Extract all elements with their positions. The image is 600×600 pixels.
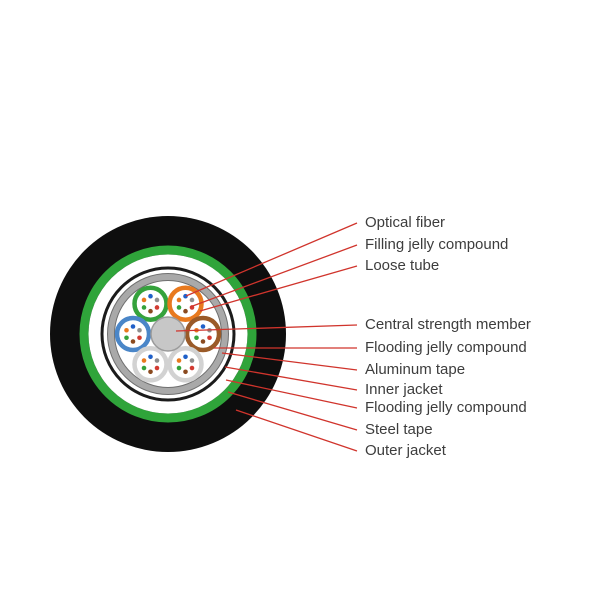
central-strength-member xyxy=(150,316,186,352)
loose-tube xyxy=(167,346,204,383)
aluminum-tape-layer xyxy=(107,273,229,395)
optical-fiber-dot xyxy=(130,339,136,344)
optical-fiber-dot xyxy=(200,324,206,329)
label-flooding-jelly-inner: Flooding jelly compound xyxy=(365,339,527,356)
loose-tube xyxy=(132,285,169,322)
label-aluminum-tape: Aluminum tape xyxy=(365,361,465,378)
optical-fiber-dot xyxy=(200,339,206,344)
loose-tube xyxy=(167,285,204,322)
optical-fiber-dot xyxy=(176,305,182,310)
loose-tube xyxy=(132,346,169,383)
optical-fiber-dot xyxy=(130,324,136,329)
optical-fiber-dot xyxy=(154,358,160,363)
optical-fiber-dot xyxy=(183,308,188,314)
leader-line-optical-fiber xyxy=(185,222,358,297)
loose-tubes xyxy=(114,285,222,383)
optical-fiber-dot xyxy=(189,297,195,303)
label-inner-jacket: Inner jacket xyxy=(365,381,443,398)
optical-fiber-dot xyxy=(176,297,182,303)
cable-layers xyxy=(50,216,286,452)
label-steel-tape: Steel tape xyxy=(365,421,433,438)
optical-fiber-dot xyxy=(189,365,195,371)
loose-tube xyxy=(184,315,222,353)
optical-fiber-dot xyxy=(137,327,142,333)
optical-fiber-dot xyxy=(183,369,188,375)
leader-line-filling-jelly-compound xyxy=(189,244,358,308)
optical-fiber-dot xyxy=(141,358,147,363)
optical-fiber-dot xyxy=(148,308,153,314)
optical-fiber-dot xyxy=(124,335,129,341)
label-optical-fiber: Optical fiber xyxy=(365,214,445,231)
leader-line-loose-tube xyxy=(199,265,358,312)
label-loose-tube: Loose tube xyxy=(365,257,439,274)
optical-fiber-dot xyxy=(137,335,142,341)
optical-fiber-dot xyxy=(183,354,188,360)
callout-labels: Optical fiber Filling jelly compound Loo… xyxy=(365,214,531,459)
loose-tube xyxy=(114,315,152,353)
label-flooding-jelly-outer: Flooding jelly compound xyxy=(365,399,527,416)
optical-fiber-dot xyxy=(154,365,160,371)
leader-line-flooding-jelly-outer xyxy=(225,379,358,409)
optical-fiber-dot xyxy=(148,354,153,360)
optical-fiber-dot xyxy=(154,305,160,310)
optical-fiber-dot xyxy=(141,297,147,303)
label-filling-jelly-compound: Filling jelly compound xyxy=(365,236,508,253)
optical-fiber-dot xyxy=(176,365,182,371)
leader-line-central-strength-member xyxy=(175,324,358,332)
leader-line-outer-jacket xyxy=(235,409,358,452)
optical-fiber-dot xyxy=(189,358,195,363)
steel-tape-layer xyxy=(79,245,257,423)
label-outer-jacket: Outer jacket xyxy=(365,442,447,459)
optical-fiber-dot xyxy=(148,369,153,375)
leader-line-steel-tape xyxy=(227,391,358,431)
aluminum-tape-outer-edge xyxy=(107,273,229,395)
optical-fiber-dot xyxy=(141,305,147,310)
optical-fiber-dot xyxy=(194,335,199,341)
label-central-strength-member: Central strength member xyxy=(365,316,531,333)
leader-lines xyxy=(175,222,358,452)
optical-fiber-dot xyxy=(176,358,182,363)
optical-fiber-dot xyxy=(141,365,147,371)
leader-line-aluminum-tape xyxy=(221,352,358,371)
inner-jacket-layer xyxy=(100,266,236,402)
optical-fiber-dot xyxy=(148,293,153,299)
optical-fiber-dot xyxy=(207,335,212,341)
optical-fiber-dot xyxy=(154,297,160,303)
optical-fiber-dot xyxy=(124,327,129,333)
leader-line-inner-jacket xyxy=(224,366,358,391)
aluminum-tape-inner-edge xyxy=(114,280,222,388)
